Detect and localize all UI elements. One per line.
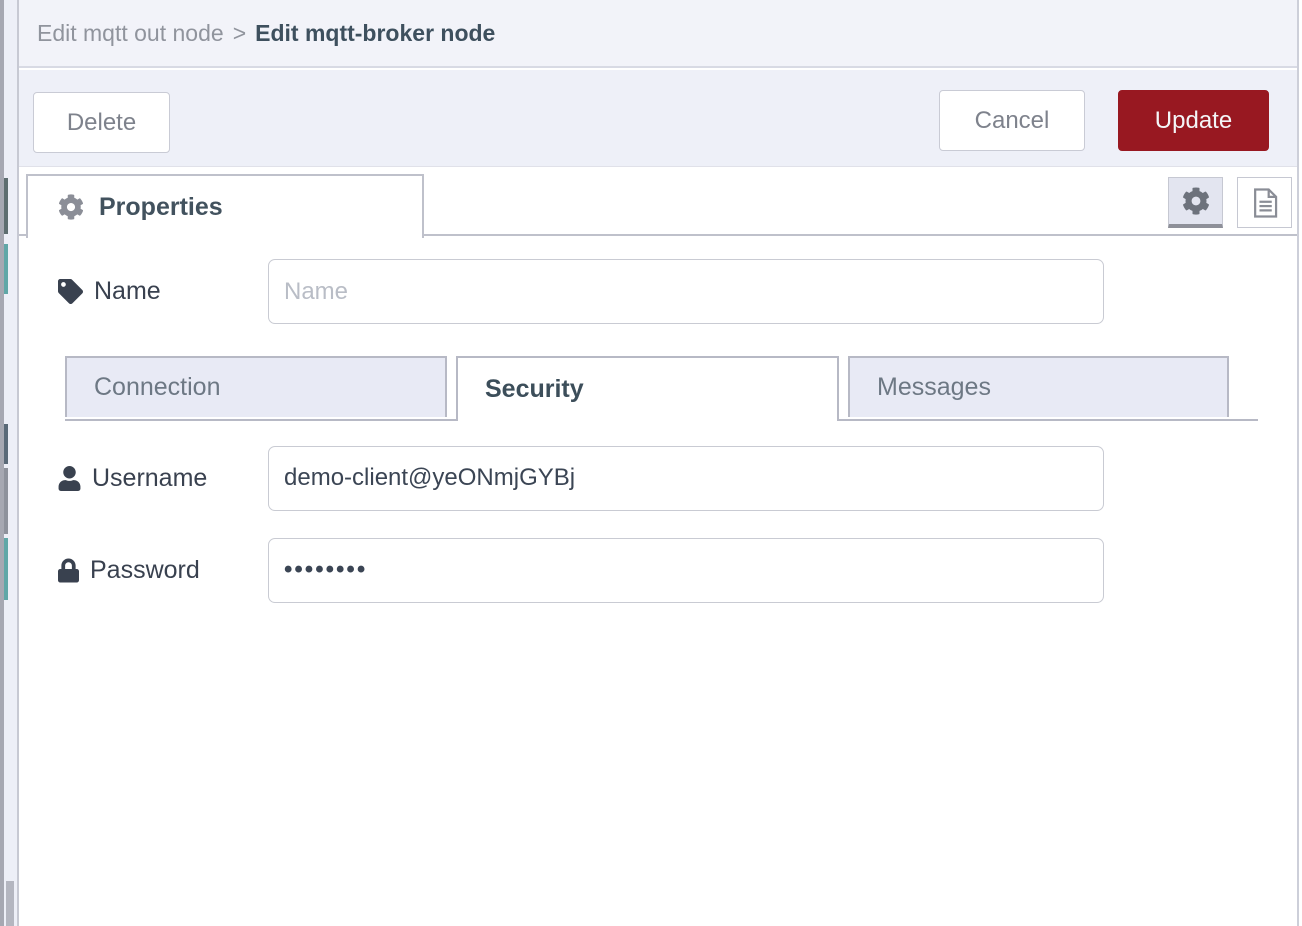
broker-settings-tabs: Connection Security Messages bbox=[65, 356, 1258, 421]
user-icon bbox=[58, 465, 81, 491]
username-label: Username bbox=[58, 464, 207, 493]
password-label: Password bbox=[58, 556, 200, 585]
workspace-backdrop bbox=[0, 0, 19, 926]
palette-node-sliver bbox=[4, 244, 8, 294]
page-title: Edit mqtt-broker node bbox=[255, 19, 496, 46]
node-edit-form: Name Connection Security Messages Userna… bbox=[19, 238, 1299, 926]
tray-toolbar: Delete Cancel Update bbox=[19, 70, 1299, 167]
username-input[interactable] bbox=[268, 445, 1104, 511]
node-settings-gear-icon bbox=[1182, 187, 1210, 215]
tab-connection-label: Connection bbox=[94, 373, 221, 401]
name-field-row: Name bbox=[19, 259, 1299, 324]
lock-icon bbox=[58, 558, 79, 583]
node-description-button[interactable] bbox=[1237, 177, 1292, 228]
tab-properties[interactable]: Properties bbox=[26, 174, 424, 238]
editor-tab-bar: Properties bbox=[19, 167, 1299, 238]
password-input[interactable] bbox=[268, 537, 1104, 603]
node-settings-button[interactable] bbox=[1168, 177, 1223, 228]
tag-icon bbox=[58, 279, 83, 304]
palette-node-sliver bbox=[4, 468, 8, 534]
palette-node-sliver bbox=[4, 178, 8, 234]
cog-icon bbox=[58, 194, 84, 220]
edit-node-tray: Edit mqtt out node > Edit mqtt-broker no… bbox=[19, 0, 1302, 926]
tab-connection[interactable]: Connection bbox=[65, 356, 447, 417]
palette-node-sliver bbox=[4, 424, 8, 464]
username-label-text: Username bbox=[92, 463, 208, 492]
delete-button[interactable]: Delete bbox=[33, 92, 170, 153]
scrollbar-thumb[interactable] bbox=[6, 881, 14, 926]
name-input[interactable] bbox=[268, 259, 1104, 324]
update-button[interactable]: Update bbox=[1118, 90, 1269, 151]
tab-properties-label: Properties bbox=[99, 192, 223, 221]
palette-edge bbox=[0, 0, 4, 926]
tray-right-border bbox=[1297, 0, 1299, 926]
breadcrumb-separator: > bbox=[232, 19, 247, 46]
cancel-button[interactable]: Cancel bbox=[939, 90, 1085, 151]
node-description-doc-icon bbox=[1250, 187, 1280, 219]
breadcrumb-parent[interactable]: Edit mqtt out node bbox=[37, 19, 224, 46]
name-label: Name bbox=[58, 277, 161, 306]
palette-node-sliver bbox=[4, 538, 8, 600]
tab-security-label: Security bbox=[485, 375, 584, 403]
breadcrumb: Edit mqtt out node > Edit mqtt-broker no… bbox=[19, 0, 1299, 68]
username-field-row: Username bbox=[19, 445, 1299, 511]
tab-security[interactable]: Security bbox=[456, 356, 839, 421]
password-label-text: Password bbox=[90, 555, 200, 584]
tab-messages[interactable]: Messages bbox=[848, 356, 1229, 417]
tab-messages-label: Messages bbox=[877, 373, 991, 401]
password-field-row: Password bbox=[19, 537, 1299, 603]
name-label-text: Name bbox=[94, 277, 161, 305]
tray-left-border bbox=[17, 0, 19, 926]
